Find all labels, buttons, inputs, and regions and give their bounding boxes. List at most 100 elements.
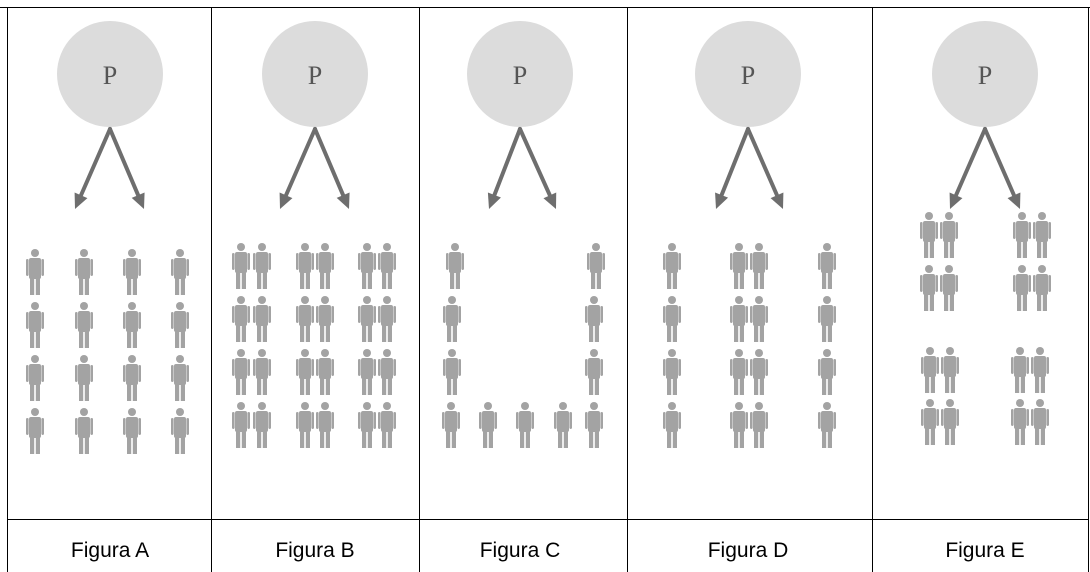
person-icon [1013,212,1031,258]
person-icon [171,249,189,295]
person-icon [1033,265,1051,311]
arrow-left [79,127,112,198]
person-icon [443,296,461,342]
split-arrows [715,127,784,209]
person-icon [941,399,959,445]
person-icon [446,243,464,289]
person-icon [587,243,605,289]
arrow-right [983,127,1016,198]
person-icon [921,399,939,445]
person-icon [443,349,461,395]
person-icon [663,296,681,342]
person-icon [358,296,376,342]
person-icon [730,243,748,289]
person-icon [232,402,250,448]
person-icon [378,402,396,448]
arrow-head-icon [770,192,784,209]
person-icon [554,402,572,448]
panel-figura-c: P Figura C [442,21,605,562]
p-circle-label: P [513,61,527,90]
panel-figura-e: P Figura E [920,21,1051,562]
arrow-right [108,127,141,198]
arrow-head-icon [949,192,963,209]
arrow-left [284,127,317,198]
arrow-head-icon [487,192,501,209]
p-circle-label: P [103,61,117,90]
person-icon [1011,399,1029,445]
person-icon [818,349,836,395]
panel-figura-b: P Figura B [232,21,396,562]
person-icon [123,408,141,454]
person-icon [818,402,836,448]
person-icon [940,212,958,258]
person-icon [818,296,836,342]
person-icon [26,408,44,454]
person-icon [358,402,376,448]
person-icon [920,212,938,258]
person-icon [730,402,748,448]
person-icon [253,296,271,342]
person-icon [316,349,334,395]
person-icon [378,296,396,342]
arrow-right [518,127,552,198]
arrow-head-icon [336,192,350,209]
split-arrows [279,127,350,209]
person-icon [750,243,768,289]
person-icon [730,349,748,395]
person-icon [585,296,603,342]
p-circle [932,21,1038,127]
p-circle [695,21,801,127]
person-icon [253,402,271,448]
figure-caption: Figura C [480,539,561,562]
person-icon [1031,347,1049,393]
arrow-head-icon [715,192,729,209]
person-icon [585,402,603,448]
person-icon [663,243,681,289]
person-icon [296,296,314,342]
person-icon [378,349,396,395]
person-icon [123,302,141,348]
person-icon [730,296,748,342]
arrow-head-icon [1007,192,1021,209]
p-circle-label: P [741,61,755,90]
person-icon [1031,399,1049,445]
arrow-head-icon [74,192,88,209]
arrow-left [719,127,750,198]
p-circle [467,21,573,127]
panel-figura-d: P Figura D [663,21,836,562]
person-icon [171,355,189,401]
split-arrows [487,127,557,209]
person-icon [75,302,93,348]
person-icon [75,355,93,401]
person-icon [232,296,250,342]
person-crowd [26,249,189,454]
person-icon [316,243,334,289]
arrow-left [954,127,987,198]
arrow-head-icon [131,192,145,209]
person-icon [1013,265,1031,311]
p-circle-label: P [978,61,992,90]
person-icon [253,349,271,395]
person-icon [750,402,768,448]
person-icon [296,243,314,289]
person-icon [26,249,44,295]
person-icon [26,302,44,348]
figure-caption: Figura E [945,539,1024,562]
person-icon [75,249,93,295]
person-icon [253,243,271,289]
person-icon [378,243,396,289]
figure-caption: Figura D [708,539,789,562]
person-icon [171,408,189,454]
p-circle [262,21,368,127]
person-icon [1011,347,1029,393]
split-arrows [949,127,1021,209]
p-circle-label: P [308,61,322,90]
person-icon [232,349,250,395]
arrow-left [492,127,522,198]
person-icon [316,402,334,448]
person-icon [1033,212,1051,258]
person-icon [442,402,460,448]
figure-caption: Figura B [275,539,354,562]
p-circle [57,21,163,127]
